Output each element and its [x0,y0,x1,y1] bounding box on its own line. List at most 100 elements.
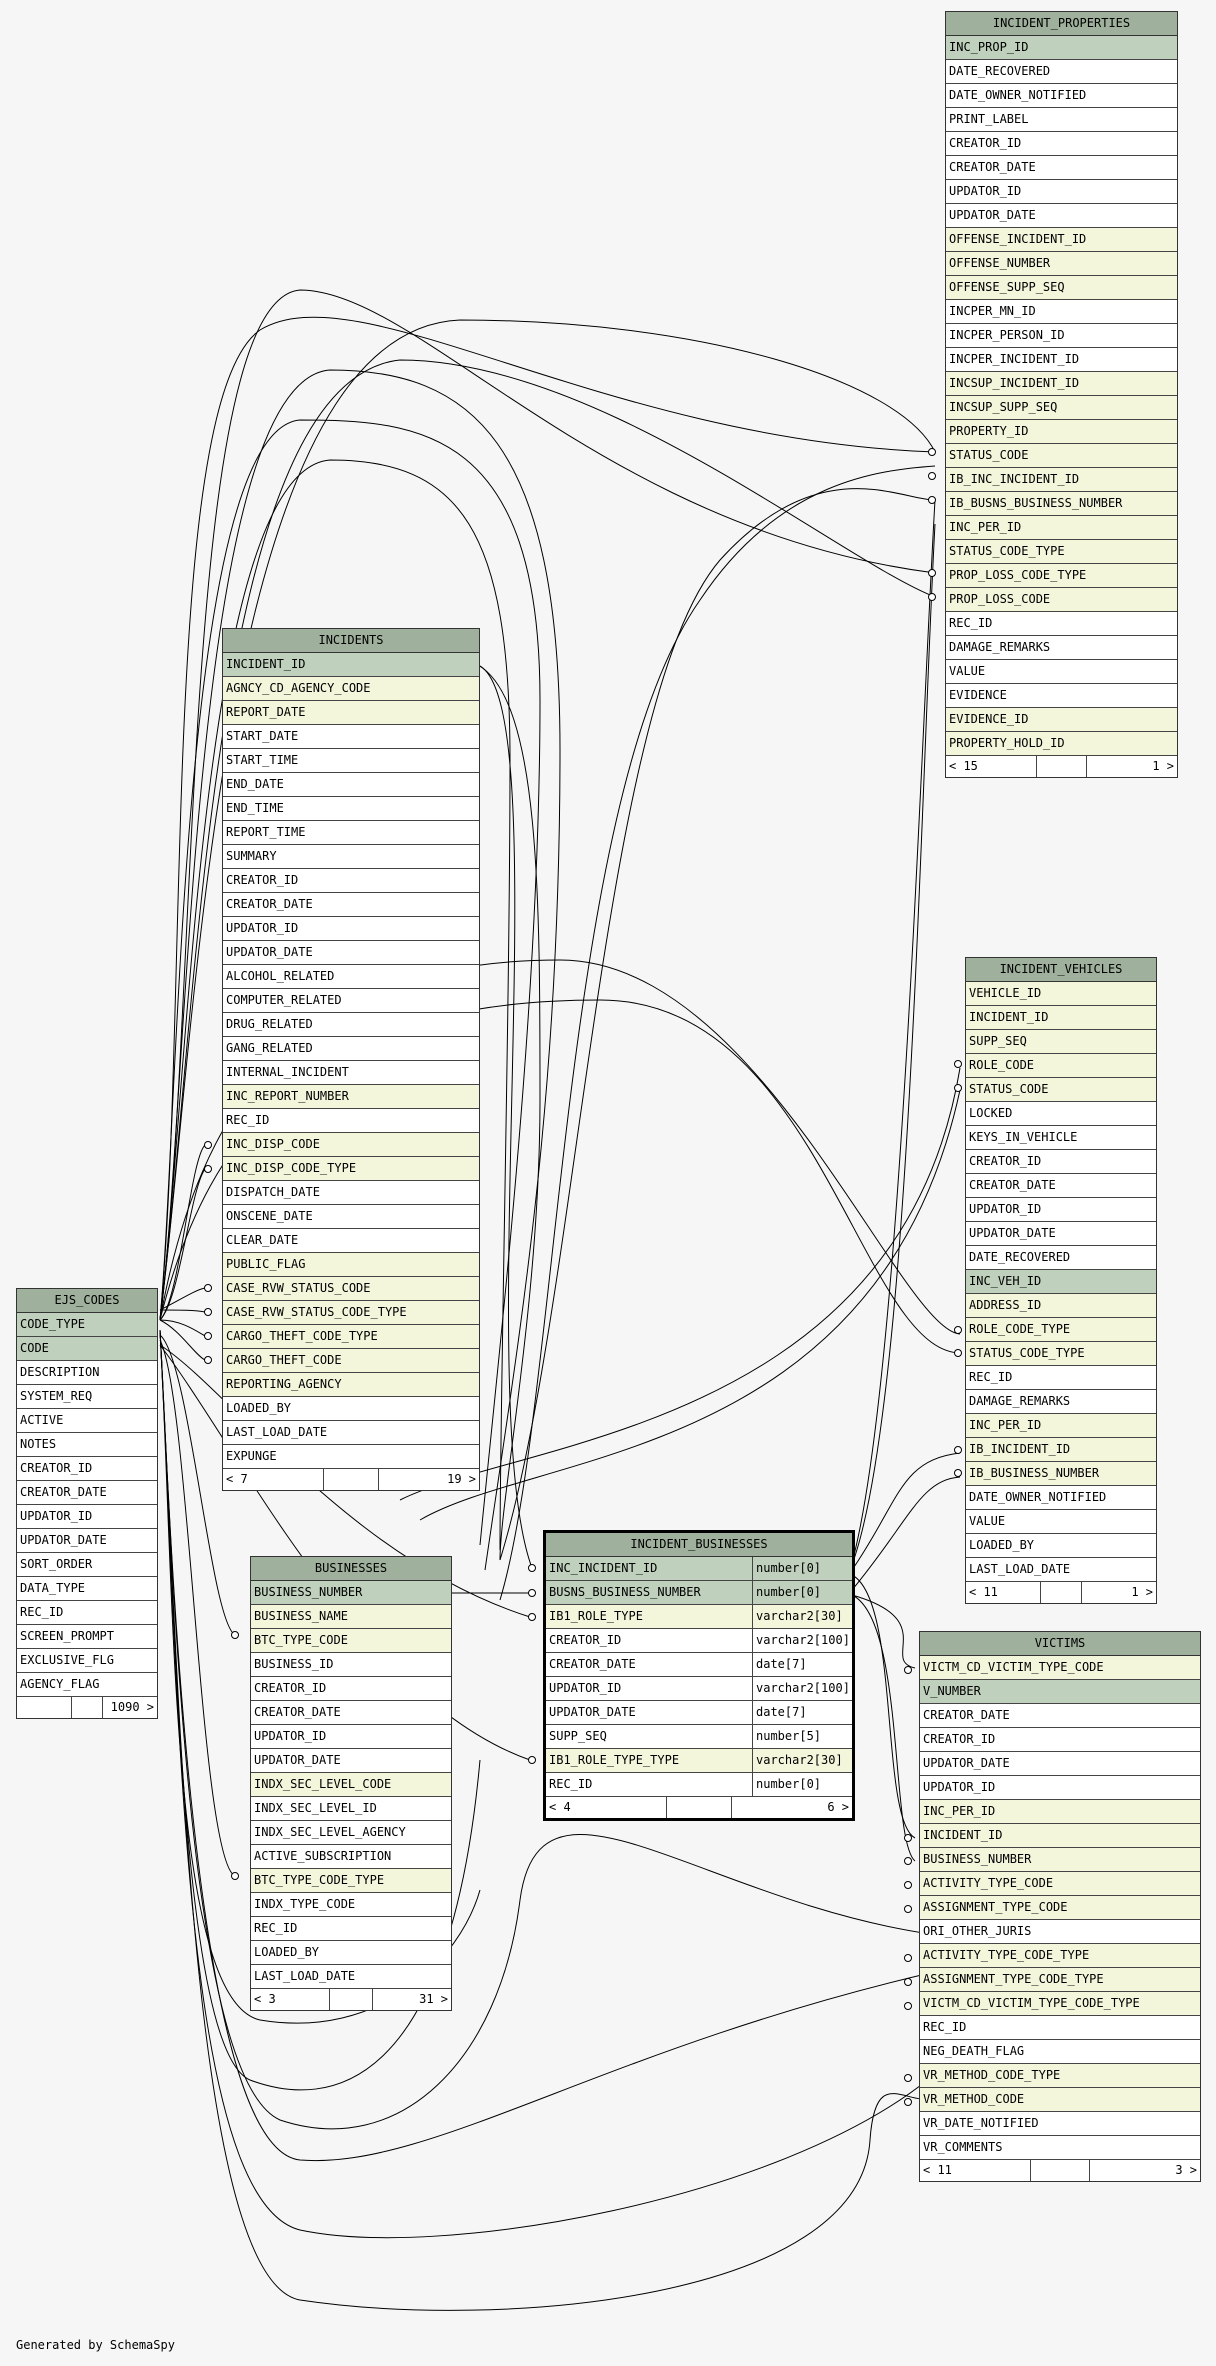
column-row[interactable]: UPDATOR_ID [946,180,1177,204]
column-row[interactable]: CREATOR_ID [966,1150,1156,1174]
column-row[interactable]: ACTIVITY_TYPE_CODE_TYPE [920,1944,1200,1968]
column-row[interactable]: ASSIGNMENT_TYPE_CODE [920,1896,1200,1920]
column-row[interactable]: CODE [17,1337,157,1361]
column-row[interactable]: VR_METHOD_CODE_TYPE [920,2064,1200,2088]
column-row[interactable]: LOADED_BY [223,1397,479,1421]
column-row[interactable]: ALCOHOL_RELATED [223,965,479,989]
column-row[interactable]: REPORT_DATE [223,701,479,725]
column-row[interactable]: END_DATE [223,773,479,797]
column-row[interactable]: SUMMARY [223,845,479,869]
column-row[interactable]: CREATOR_ID [17,1457,157,1481]
column-row[interactable]: AGNCY_CD_AGENCY_CODE [223,677,479,701]
column-row[interactable]: PROPERTY_ID [946,420,1177,444]
column-row[interactable]: LOCKED [966,1102,1156,1126]
column-row[interactable]: AGENCY_FLAG [17,1673,157,1697]
column-row[interactable]: CASE_RVW_STATUS_CODE [223,1277,479,1301]
column-row[interactable]: INCIDENT_ID [966,1006,1156,1030]
column-row[interactable]: CREATOR_ID [223,869,479,893]
column-row[interactable]: CREATOR_DATE [223,893,479,917]
column-row[interactable]: CARGO_THEFT_CODE [223,1349,479,1373]
column-row[interactable]: REC_ID [17,1601,157,1625]
column-row[interactable]: UPDATOR_ID [251,1725,451,1749]
column-row[interactable]: IB_INCIDENT_ID [966,1438,1156,1462]
column-row[interactable]: BUSINESS_NUMBER [920,1848,1200,1872]
column-row[interactable]: KEYS_IN_VEHICLE [966,1126,1156,1150]
column-row[interactable]: ROLE_CODE_TYPE [966,1318,1156,1342]
column-row[interactable]: INDX_SEC_LEVEL_CODE [251,1773,451,1797]
column-row[interactable]: DAMAGE_REMARKS [966,1390,1156,1414]
column-row[interactable]: UPDATOR_DATE [17,1529,157,1553]
column-row[interactable]: INC_DISP_CODE [223,1133,479,1157]
column-row[interactable]: LAST_LOAD_DATE [966,1558,1156,1582]
column-row[interactable]: SYSTEM_REQ [17,1385,157,1409]
column-row[interactable]: CREATOR_DATE [966,1174,1156,1198]
column-row[interactable]: CREATOR_ID [946,132,1177,156]
column-row[interactable]: SUPP_SEQ [966,1030,1156,1054]
column-row[interactable]: STATUS_CODE_TYPE [946,540,1177,564]
column-row[interactable]: UPDATOR_ID [920,1776,1200,1800]
column-row[interactable]: SORT_ORDER [17,1553,157,1577]
column-row[interactable]: INCSUP_INCIDENT_ID [946,372,1177,396]
column-row[interactable]: DISPATCH_DATE [223,1181,479,1205]
column-row[interactable]: INDX_SEC_LEVEL_AGENCY [251,1821,451,1845]
column-row[interactable]: REPORT_TIME [223,821,479,845]
column-row[interactable]: INCIDENT_ID [223,653,479,677]
column-row[interactable]: LOADED_BY [966,1534,1156,1558]
column-row[interactable]: EVIDENCE_ID [946,708,1177,732]
column-row[interactable]: UPDATOR_DATE [920,1752,1200,1776]
column-row[interactable]: VR_DATE_NOTIFIED [920,2112,1200,2136]
column-row[interactable]: BUSINESS_NAME [251,1605,451,1629]
column-row[interactable]: OFFENSE_SUPP_SEQ [946,276,1177,300]
column-row[interactable]: STATUS_CODE [946,444,1177,468]
column-row[interactable]: INCPER_INCIDENT_ID [946,348,1177,372]
column-row[interactable]: V_NUMBER [920,1680,1200,1704]
column-row[interactable]: DATE_OWNER_NOTIFIED [946,84,1177,108]
column-row[interactable]: ROLE_CODE [966,1054,1156,1078]
column-row[interactable]: INCIDENT_ID [920,1824,1200,1848]
column-row[interactable]: END_TIME [223,797,479,821]
column-row[interactable]: COMPUTER_RELATED [223,989,479,1013]
column-row[interactable]: REPORTING_AGENCY [223,1373,479,1397]
column-row[interactable]: ADDRESS_ID [966,1294,1156,1318]
column-row[interactable]: IB_BUSNS_BUSINESS_NUMBER [946,492,1177,516]
column-row[interactable]: INC_PER_ID [966,1414,1156,1438]
column-row[interactable]: INC_PER_ID [920,1800,1200,1824]
column-row[interactable]: INCPER_PERSON_ID [946,324,1177,348]
column-row[interactable]: PRINT_LABEL [946,108,1177,132]
column-row[interactable]: EXPUNGE [223,1445,479,1469]
column-row[interactable]: REC_ID [223,1109,479,1133]
column-row[interactable]: UPDATOR_ID [966,1198,1156,1222]
column-row[interactable]: STATUS_CODE [966,1078,1156,1102]
column-row[interactable]: BTC_TYPE_CODE_TYPE [251,1869,451,1893]
column-row[interactable]: UPDATOR_DATE [251,1749,451,1773]
column-row[interactable]: VICTM_CD_VICTIM_TYPE_CODE [920,1656,1200,1680]
column-row[interactable]: DAMAGE_REMARKS [946,636,1177,660]
column-row[interactable]: BTC_TYPE_CODE [251,1629,451,1653]
column-row[interactable]: CREATOR_ID [920,1728,1200,1752]
column-row[interactable]: IB_BUSINESS_NUMBER [966,1462,1156,1486]
column-row[interactable]: DATE_RECOVERED [946,60,1177,84]
column-row[interactable]: UPDATOR_ID [17,1505,157,1529]
column-row[interactable]: PROPERTY_HOLD_ID [946,732,1177,756]
column-row[interactable]: CREATOR_DATE [17,1481,157,1505]
column-row[interactable]: OFFENSE_INCIDENT_ID [946,228,1177,252]
column-row[interactable]: START_TIME [223,749,479,773]
column-row[interactable]: CREATOR_DATE [920,1704,1200,1728]
column-row[interactable]: PUBLIC_FLAG [223,1253,479,1277]
column-row[interactable]: REC_ID [920,2016,1200,2040]
column-row[interactable]: DRUG_RELATED [223,1013,479,1037]
column-row[interactable]: BUSINESS_ID [251,1653,451,1677]
column-row[interactable]: VICTM_CD_VICTIM_TYPE_CODE_TYPE [920,1992,1200,2016]
column-row[interactable]: ORI_OTHER_JURIS [920,1920,1200,1944]
column-row[interactable]: UPDATOR_ID [223,917,479,941]
